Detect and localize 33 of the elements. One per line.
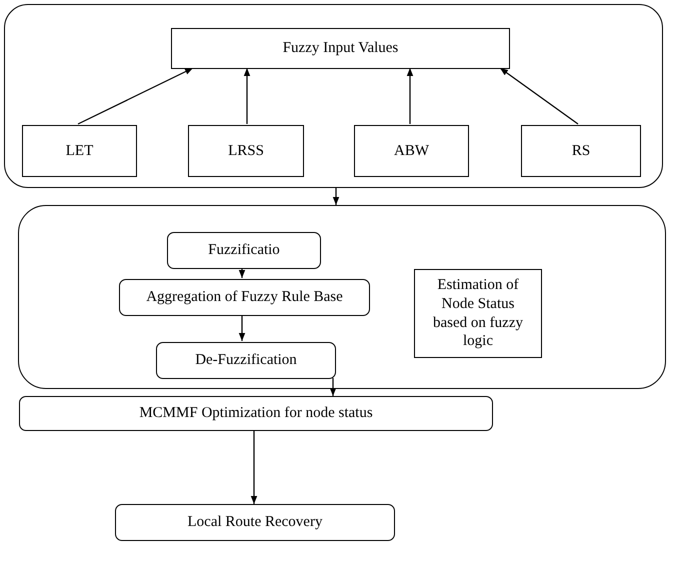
process-box: [188, 125, 304, 177]
arrow: [250, 431, 258, 504]
arrow: [238, 315, 246, 341]
process-box: [354, 125, 469, 177]
process-box: [521, 125, 641, 177]
group-container: [18, 205, 666, 389]
process-box: [22, 125, 137, 177]
box-label: Estimation of Node Status based on fuzzy logic: [432, 276, 524, 351]
process-box: [167, 232, 321, 269]
process-box: [156, 342, 336, 379]
box-label: De-Fuzzification: [195, 351, 297, 370]
arrow: [244, 68, 250, 124]
box-label: Fuzzificatio: [208, 241, 280, 260]
box-label: RS: [572, 142, 590, 160]
arrow: [332, 188, 340, 205]
process-box: [119, 279, 370, 316]
box-label: Local Route Recovery: [188, 513, 322, 532]
box-label: MCMMF Optimization for node status: [139, 404, 373, 423]
arrow: [500, 68, 578, 124]
box-label: Fuzzy Input Values: [282, 39, 398, 58]
process-box: [115, 504, 395, 541]
process-box: [171, 28, 510, 69]
arrow: [330, 378, 336, 396]
arrow: [238, 268, 246, 278]
process-box: [19, 396, 493, 431]
box-label: LRSS: [228, 142, 264, 160]
box-label: ABW: [394, 142, 429, 160]
arrow: [406, 68, 414, 124]
group-container: [4, 4, 663, 188]
note-box: [414, 269, 542, 358]
arrow: [78, 67, 194, 125]
box-label: LET: [66, 142, 94, 160]
box-label: Aggregation of Fuzzy Rule Base: [146, 288, 343, 307]
